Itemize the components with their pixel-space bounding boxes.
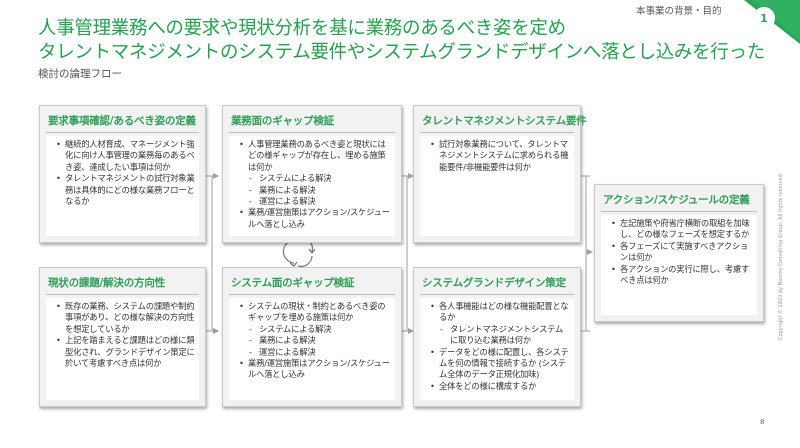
page-title: 人事管理業務への要求や現状分析を基に業務のあるべき姿を定め タレントマネジメント… [38,17,765,65]
box-system-body: システムの現状・制約とあるべき姿のギャップを埋める施策は何か システムによる解決… [229,298,395,400]
box-current-title: 現状の課題/解決の方向性 [48,277,165,289]
list-item: データをどの様に配置し、各システムを何の情報で接続するか (システム全体のデータ… [430,347,571,381]
list-item: 上記を踏まえると課題はどの様に類型化され、グランドデザイン策定に於いて考慮すべき… [56,335,196,369]
box-action-schedule: アクション/スケジュールの定義 左記施策や府省庁横断の取組を加味し、どの様なフェ… [594,184,764,322]
list-subitem: 業務による解決 [239,335,392,347]
box-requirements: 要求事項確認/あるべき姿の定義 継続的人材育成、マネージメント強化に向け人事管理… [39,105,206,243]
box-current-body: 既存の業務、システムの課題や制約事項があり、どの様な解決の方向性を想定しているか… [46,298,199,400]
list-subitem: タレントマネジメントシステムに取り込む業務は何か [430,324,571,347]
page-subtitle: 検討の論理フロー [38,68,122,80]
box-business-title: 業務面のギャップ検証 [231,115,334,127]
list-item: 全体をどの様に構成するか [430,381,571,393]
box-action-body: 左記施策や府省庁横断の取組を加味し、どの様なフェーズを想定するか 各フェーズにて… [601,215,757,315]
box-system-gap: システム面のギャップ検証 システムの現状・制約とあるべき姿のギャップを埋める施策… [222,267,402,407]
list-subitem: 業務による解決 [239,185,392,197]
list-item: 左記施策や府省庁横断の取組を加味し、どの様なフェーズを想定するか [611,218,754,241]
box-tm-body: 試行対象業務について、タレントマネジメントシステムに求められる機能要件/非機能要… [420,136,574,236]
section-label: 本事業の背景・目的 [636,6,722,17]
box-requirements-title: 要求事項確認/あるべき姿の定義 [48,115,196,127]
list-item: システムの現状・制約とあるべき姿のギャップを埋める施策は何か [239,301,392,324]
list-item: 既存の業務、システムの課題や制約事項があり、どの様な解決の方向性を想定しているか [56,301,196,335]
page-number: 8 [760,418,765,426]
list-subitem: 運営による解決 [239,347,392,359]
arrow-tm-to-action [585,175,593,255]
box-system-title: システム面のギャップ検証 [231,277,355,289]
list-item: 業務/運営施策はアクション/スケジュールへ落とし込み [239,207,392,230]
copyright-container: Copyright © 2023 by Boston Consulting Gr… [778,173,788,350]
box-tm-title: タレントマネジメントシステム要件 [422,115,587,127]
arrow-business-to-grand [402,175,414,334]
list-item: 試行対象業務について、タレントマネジメントシステムに求められる機能要件/非機能要… [430,139,571,173]
box-business-gap: 業務面のギャップ検証 人事管理業務のあるべき姿と現状にはどの様ギャップが存在し、… [222,105,402,243]
box-grand-body: 各人事機能はどの様な機能配置となるか タレントマネジメントシステムに取り込む業務… [420,298,574,400]
list-item: 業務/運営施策はアクション/スケジュールへ落とし込み [239,358,392,381]
box-grand-title: システムグランドデザイン策定 [422,277,566,289]
list-item: 各アクションの実行に際し、考慮すべき点は何か [611,264,754,287]
copyright-text: Copyright © 2023 by Boston Consulting Gr… [778,172,784,340]
box-grand-design: システムグランドデザイン策定 各人事機能はどの様な機能配置となるか タレントマネ… [413,267,581,407]
list-subitem: 運営による解決 [239,196,392,208]
list-item: タレントマネジメントの試行対象業務は具体的にどの様な業務フローとなるか [56,173,196,207]
arrow-current-to-business [206,176,213,332]
arrow-grand-to-action [585,252,590,332]
list-subitem: システムによる解決 [239,324,392,336]
box-current-issues: 現状の課題/解決の方向性 既存の業務、システムの課題や制約事項があり、どの様な解… [39,267,206,407]
box-business-body: 人事管理業務のあるべき姿と現状にはどの様ギャップが存在し、埋める施策は何か シス… [229,136,395,236]
box-tm-requirements: タレントマネジメントシステム要件 試行対象業務について、タレントマネジメントシス… [413,105,587,243]
title-line-2: タレントマネジメントのシステム要件やシステムグランドデザインへ落とし込みを行った [38,42,765,63]
list-item: 各人事機能はどの様な機能配置となるか [430,301,571,324]
box-action-title: アクション/スケジュールの定義 [603,194,750,206]
page-badge: 1 [753,7,775,29]
box-requirements-body: 継続的人材育成、マネージメント強化に向け人事管理の業務毎のあるべき姿、達成したい… [46,136,199,236]
title-line-1: 人事管理業務への要求や現状分析を基に業務のあるべき姿を定め [38,18,566,39]
list-item: 継続的人材育成、マネージメント強化に向け人事管理の業務毎のあるべき姿、達成したい… [56,139,196,173]
list-subitem: システムによる解決 [239,173,392,185]
list-item: 人事管理業務のあるべき姿と現状にはどの様ギャップが存在し、埋める施策は何か [239,139,392,173]
list-item: 各フェーズにて実施すべきアクションは何か [611,241,754,264]
